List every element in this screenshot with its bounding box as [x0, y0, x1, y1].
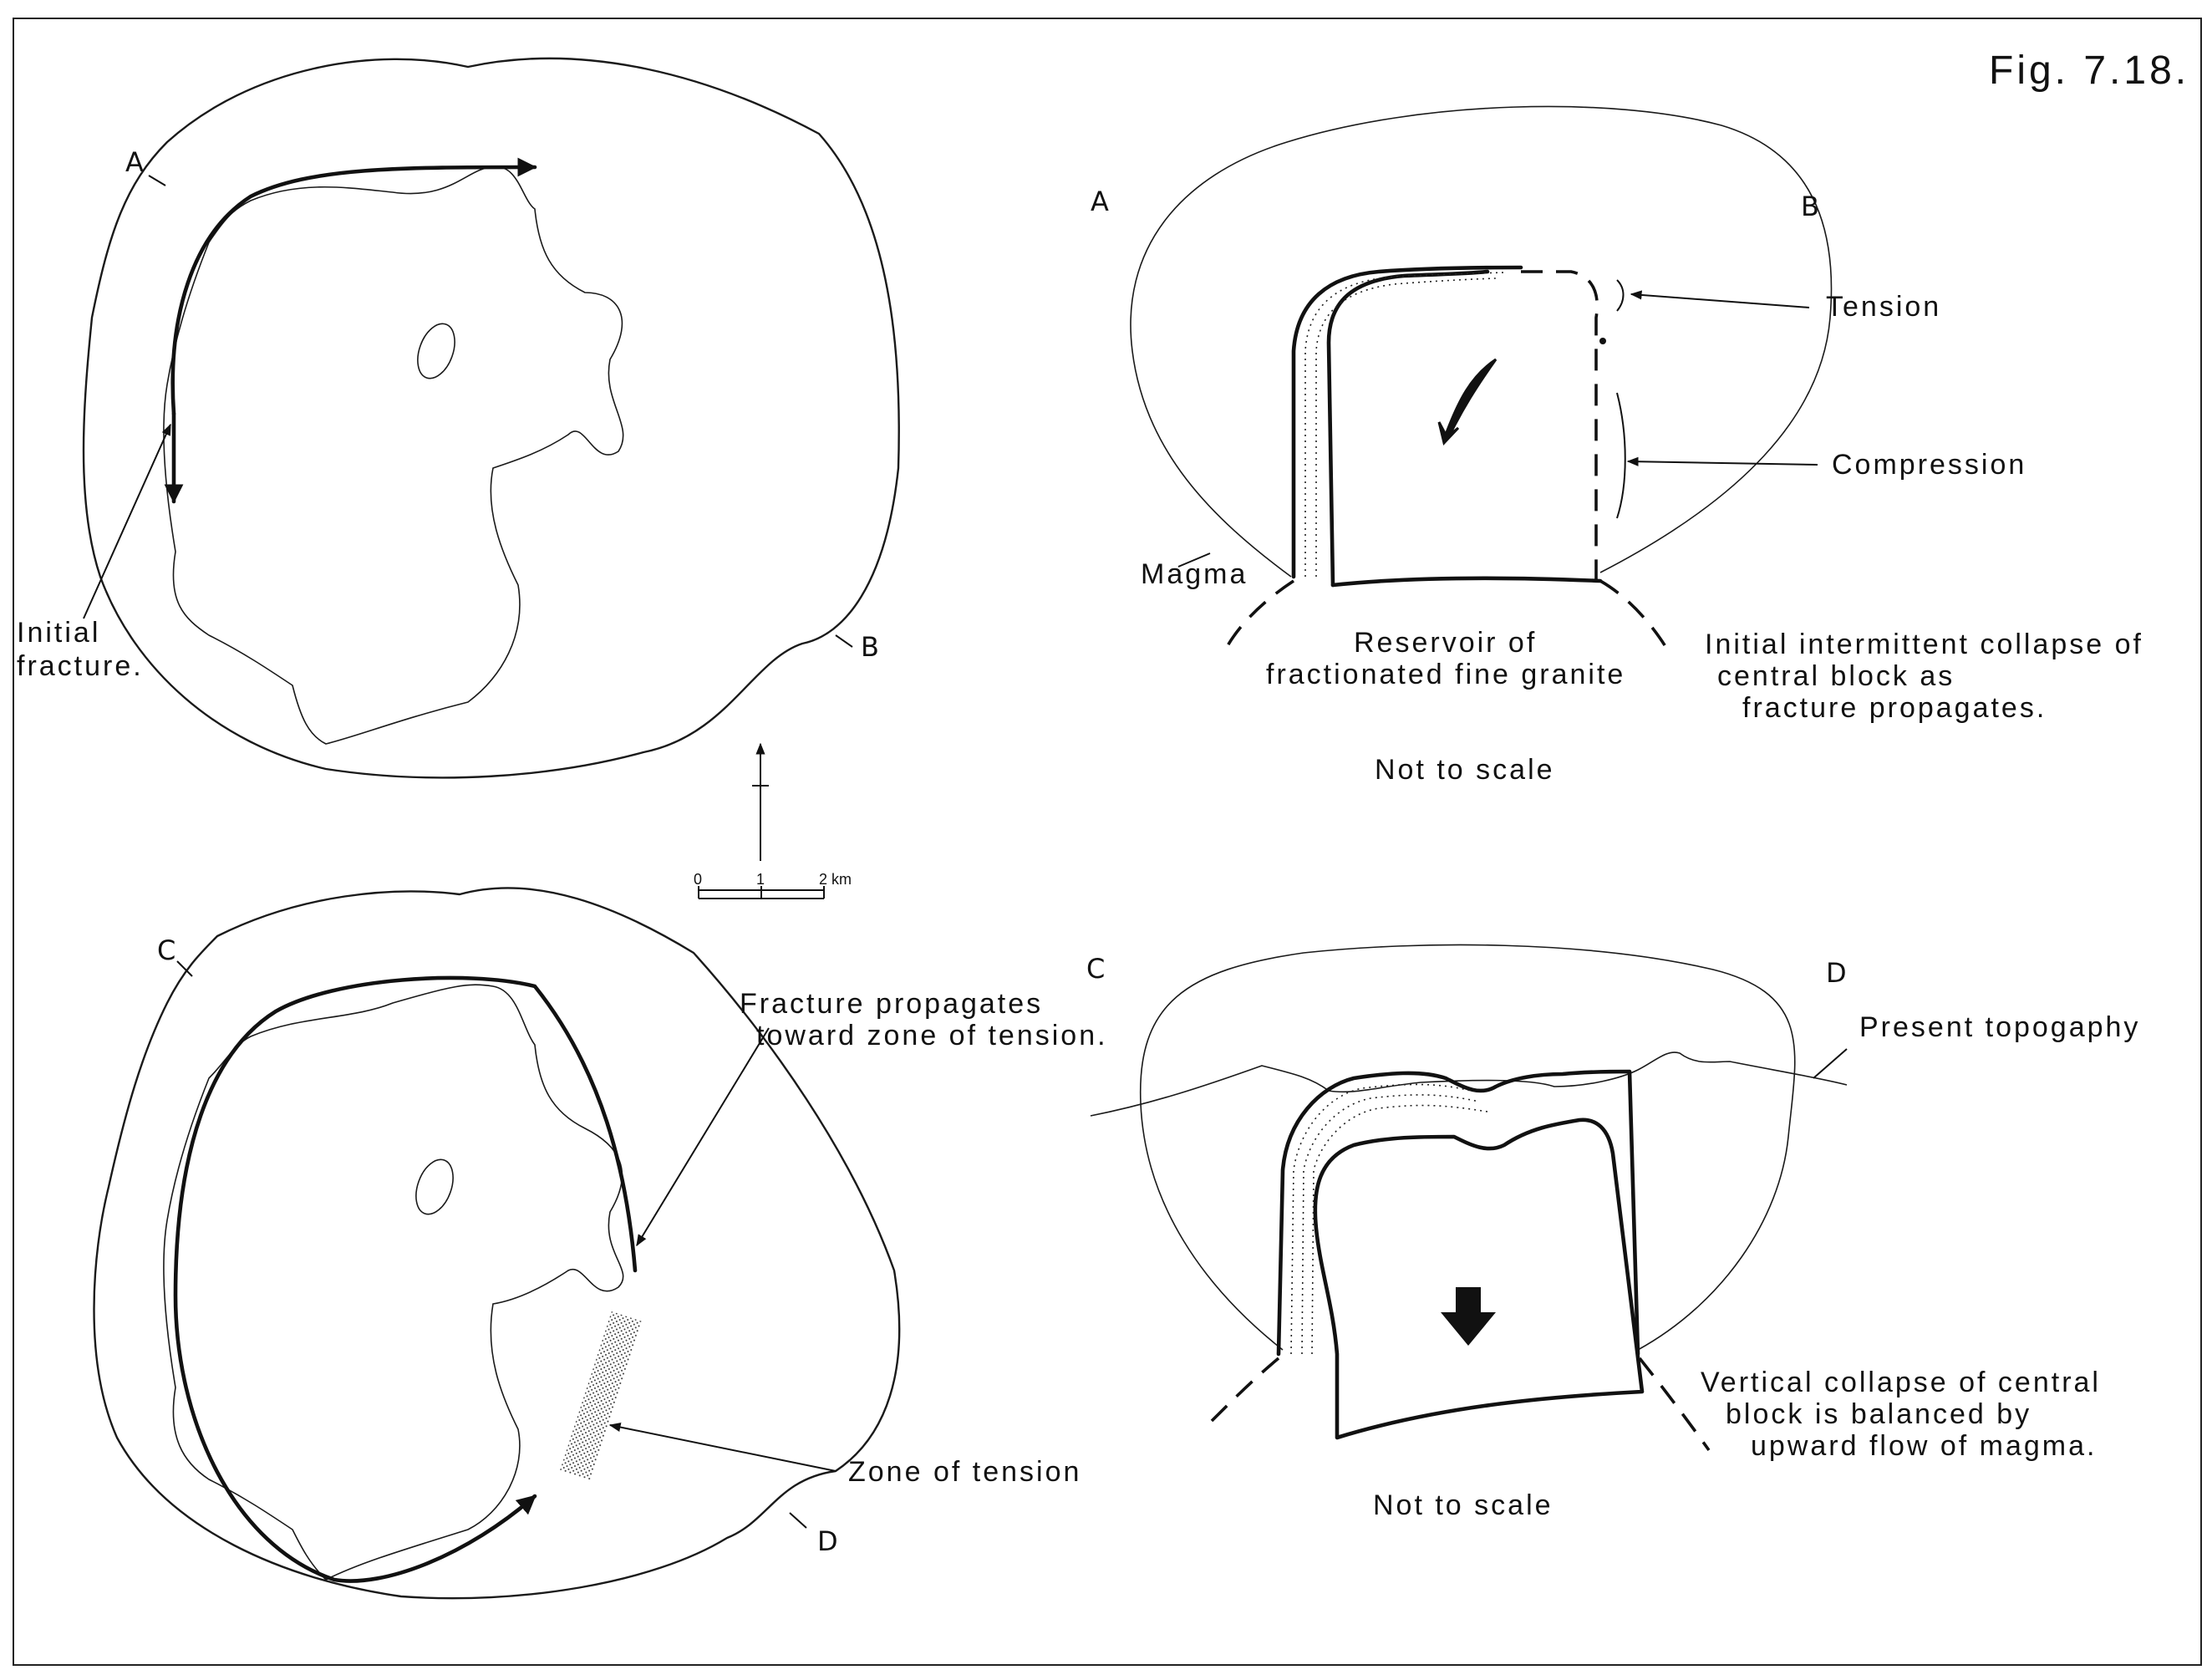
fracture-propagates-label-line1: Fracture propagates [740, 988, 1043, 1020]
section-ab-dashed-base-right [1600, 581, 1671, 656]
figure-title: Fig. 7.18. [1989, 48, 2189, 93]
section-ab-marker-dot [1599, 338, 1606, 344]
section-ab-label-a: A [1091, 186, 1109, 217]
tension-label: Tension [1826, 291, 1941, 323]
tension-leader [1631, 294, 1809, 308]
section-cd-collapse-line2: block is balanced by [1726, 1398, 2031, 1430]
section-ab-collapse-line1: Initial intermittent collapse of [1705, 629, 2143, 660]
map-top-inner-boundary [164, 167, 623, 744]
section-ab-not-to-scale: Not to scale [1375, 754, 1555, 786]
section-cd-label-c: C [1086, 953, 1105, 985]
map-top-label-b-leader [836, 635, 852, 647]
present-topography-leader [1813, 1049, 1847, 1078]
map-top: A B Initial fracture. [17, 59, 899, 777]
section-ab-collapse-line2: central block as [1717, 660, 1955, 692]
section-cd-dashed-base-right [1640, 1358, 1709, 1450]
map-top-small-inclusion [411, 318, 462, 384]
magma-label: Magma [1141, 558, 1248, 590]
section-cd-dashed-base-left [1212, 1358, 1279, 1421]
section-ab-cone [1131, 106, 1831, 577]
map-bottom-small-inclusion [409, 1154, 460, 1219]
compression-leader [1628, 461, 1818, 465]
compression-brace [1617, 393, 1625, 518]
map-bottom-label-d-leader [790, 1513, 806, 1528]
map-bottom: C D Fracture propagates toward zone of t… [94, 888, 1108, 1598]
north-arrow [752, 744, 769, 861]
section-ab-dashed-base-left [1224, 581, 1294, 652]
section-ab-label-b: B [1801, 191, 1819, 222]
section-cd-label-d: D [1826, 957, 1847, 989]
section-ab-rotation-arrow [1439, 359, 1496, 443]
scale-bar: 0 1 2 km [694, 871, 852, 899]
map-bottom-label-d: D [817, 1525, 838, 1557]
section-cd-down-arrow [1441, 1287, 1496, 1346]
map-bottom-inner-boundary [164, 985, 623, 1580]
section-ab-central-block-left [1329, 272, 1487, 585]
zone-of-tension-label: Zone of tension [848, 1456, 1081, 1488]
section-ab-dashed-fracture [1521, 272, 1597, 585]
initial-fracture-leader [84, 425, 170, 619]
fracture-propagates-label-line2: toward zone of tension. [756, 1020, 1108, 1051]
map-top-label-a: A [125, 146, 144, 178]
initial-fracture-label-line1: Initial [17, 617, 100, 649]
map-top-label-a-leader [149, 176, 165, 186]
section-ab: A B Tension Compression Magma Reservoir … [1091, 106, 2143, 786]
map-top-fracture-arc [173, 167, 535, 414]
section-ab-magma-band-outer [1294, 267, 1521, 577]
section-cd: C D Present topogaphy Vertical collapse … [1086, 944, 2140, 1521]
tension-brace [1617, 280, 1624, 311]
section-cd-collapse-line1: Vertical collapse of central [1701, 1367, 2101, 1398]
section-ab-magma-dots-1 [1305, 272, 1504, 577]
map-top-label-b: B [861, 631, 879, 663]
present-topography-line [1091, 1052, 1847, 1116]
zone-of-tension-stipple [560, 1311, 642, 1480]
section-ab-central-block-base [1333, 578, 1600, 585]
map-bottom-fracture-loop [175, 978, 635, 1581]
section-cd-collapse-line3: upward flow of magma. [1751, 1430, 2098, 1462]
present-topography-label: Present topogaphy [1859, 1011, 2140, 1043]
scale-bar-label-0: 0 [694, 871, 702, 888]
section-ab-collapse-line3: fracture propagates. [1742, 692, 2047, 724]
fracture-propagates-leader [637, 1028, 769, 1245]
section-cd-not-to-scale: Not to scale [1373, 1489, 1553, 1521]
zone-of-tension-leader [610, 1425, 836, 1471]
reservoir-label-line1: Reservoir of [1354, 627, 1537, 659]
map-bottom-label-c: C [157, 934, 175, 966]
section-ab-magma-dots-2 [1316, 278, 1496, 577]
compression-label: Compression [1832, 449, 2026, 481]
section-cd-inner-block [1315, 1120, 1642, 1438]
initial-fracture-label-line2: fracture. [17, 650, 144, 682]
scale-bar-label-2: 2 km [819, 871, 852, 888]
reservoir-label-line2: fractionated fine granite [1266, 659, 1625, 690]
scale-bar-label-1: 1 [756, 871, 765, 888]
